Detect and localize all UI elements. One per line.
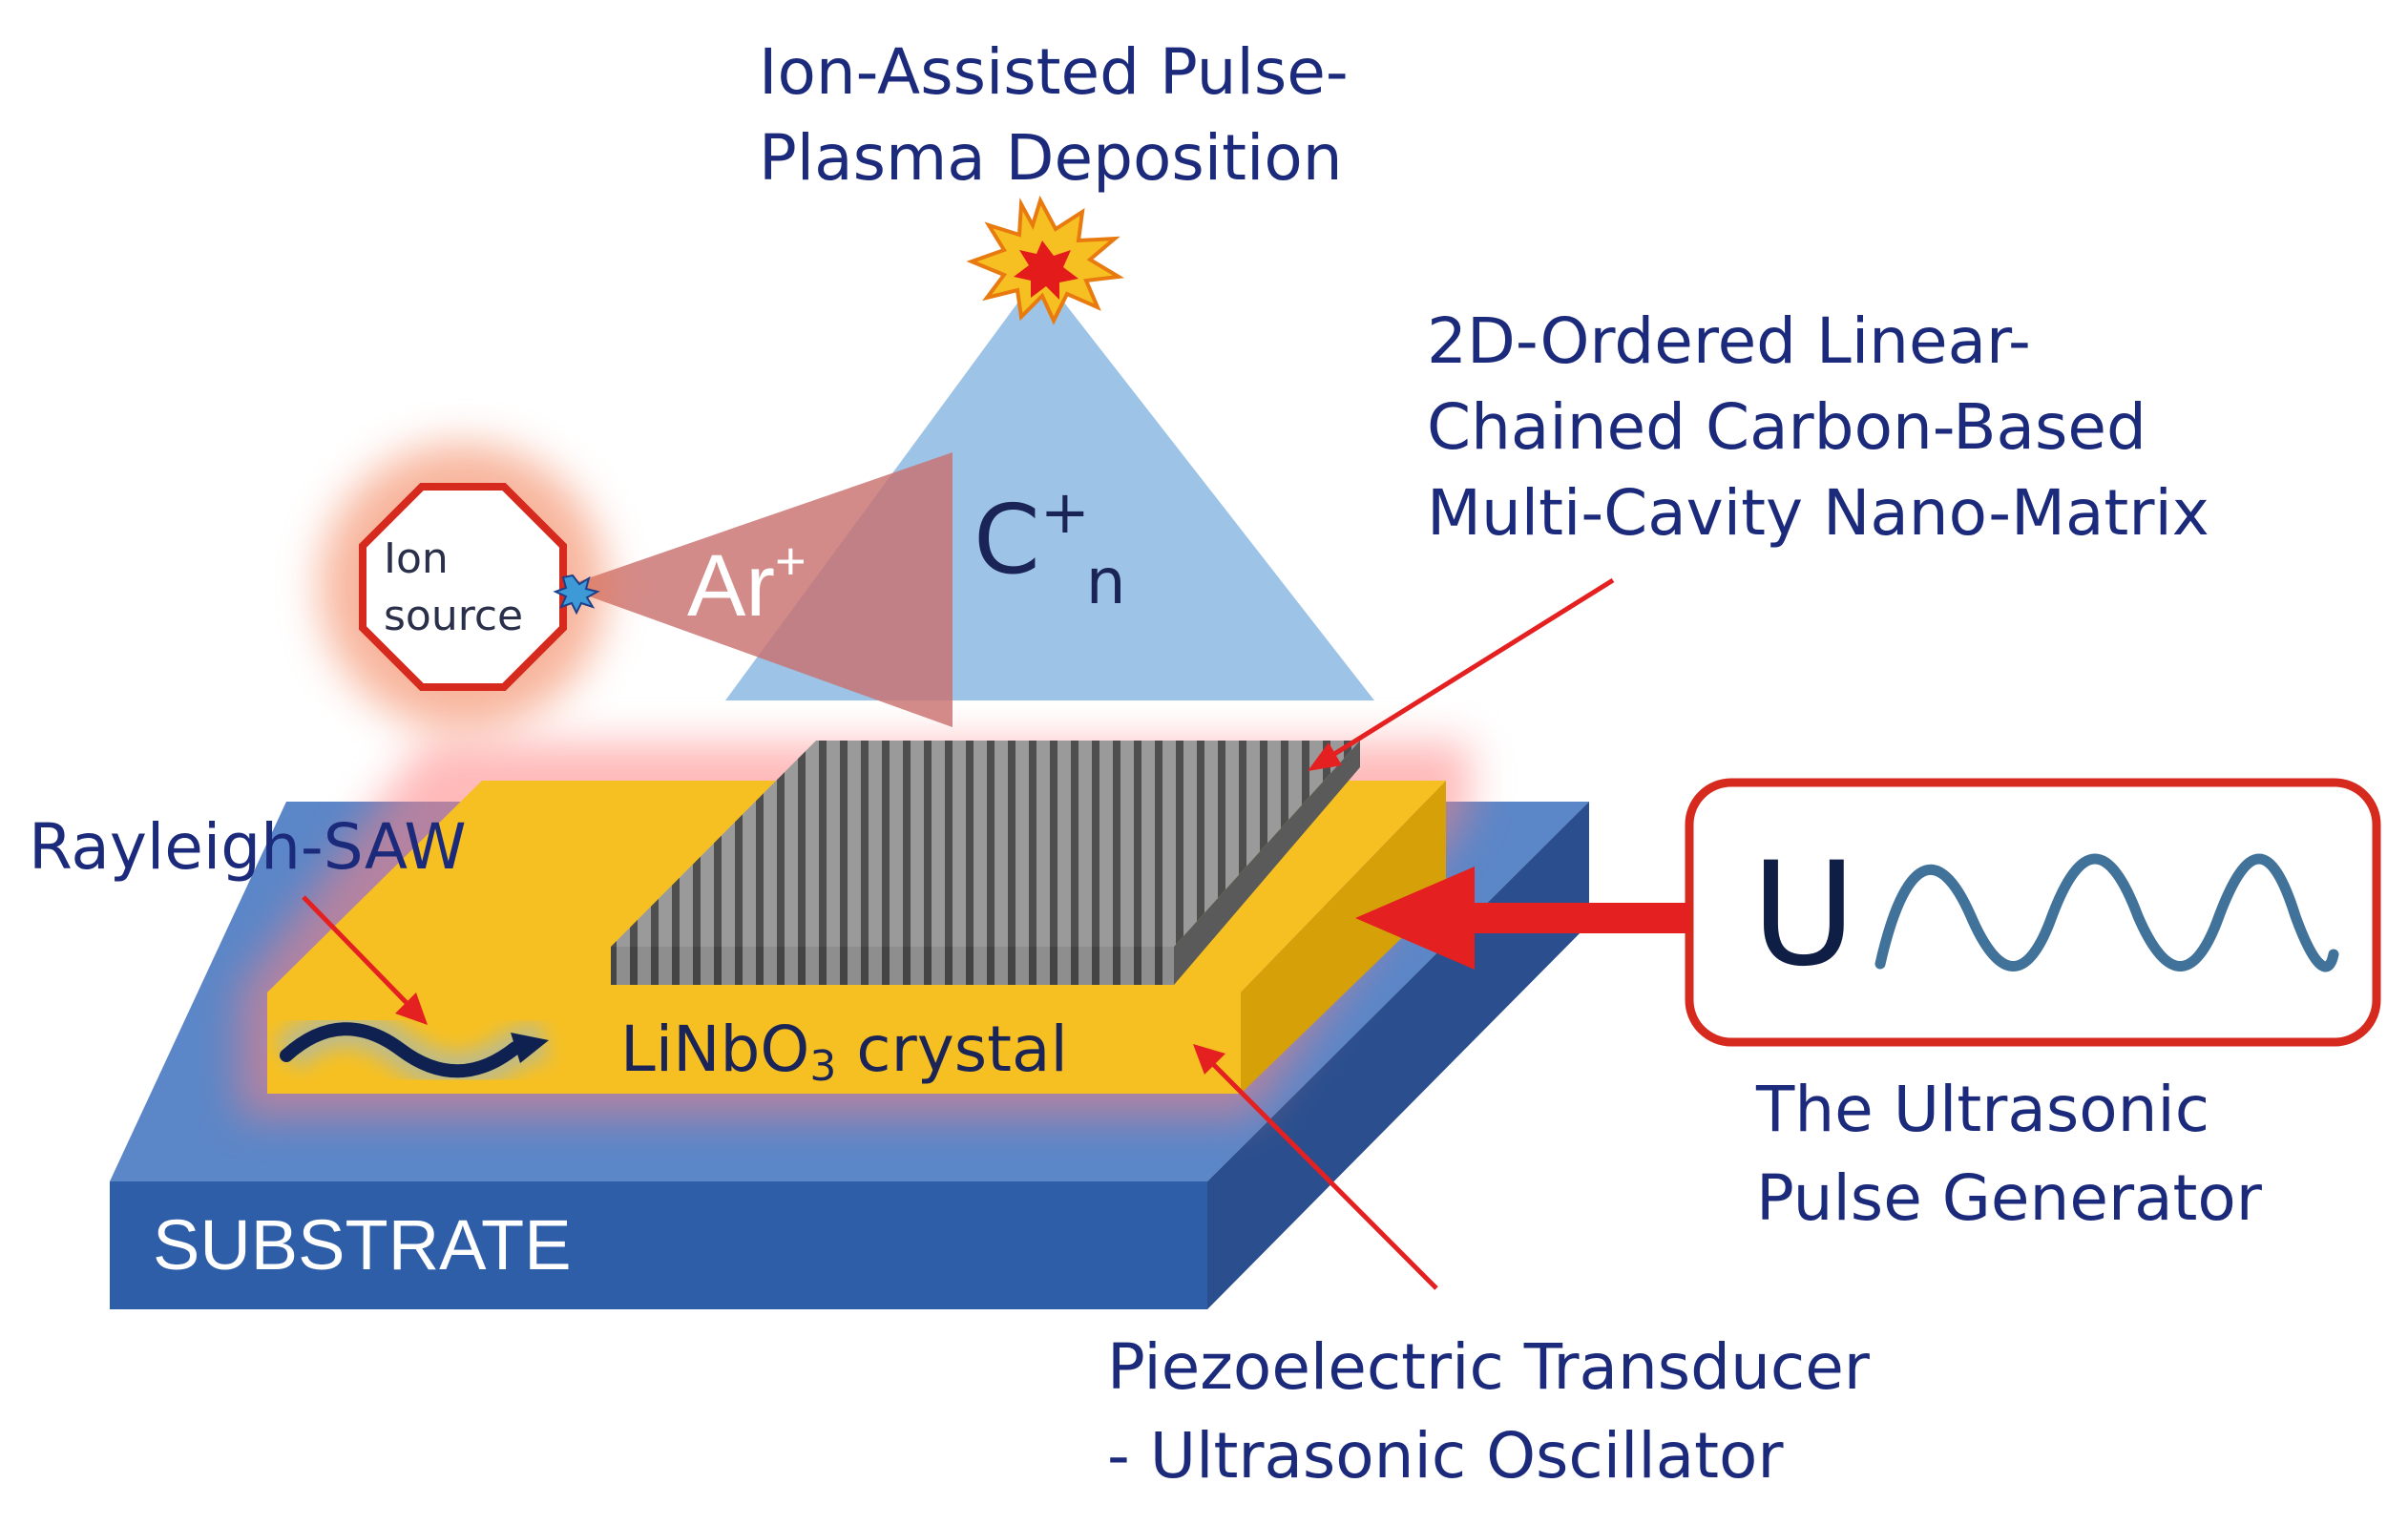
transducer-pointer-head xyxy=(1193,1044,1225,1075)
deposition-label-line1: Ion-Assisted Pulse- xyxy=(759,35,1349,109)
pointer-arrows xyxy=(302,577,1615,1290)
ion-spark-icon xyxy=(553,574,600,616)
crystal-label: LiNbO3 crystal xyxy=(620,1013,1068,1091)
rayleigh-saw-label: Rayleigh-SAW xyxy=(29,810,467,884)
carbon-ion-label: C+n xyxy=(974,477,1126,618)
nanomatrix-top xyxy=(611,741,1360,947)
ion-source-label-line1: Ion xyxy=(384,534,449,583)
pulse-generator: U xyxy=(1685,778,2381,1047)
transducer-label-line1: Piezoelectric Transducer xyxy=(1107,1330,1871,1404)
ion-source-label-line2: source xyxy=(384,592,523,640)
transducer-label-line2: - Ultrasonic Oscillator xyxy=(1107,1419,1784,1493)
nano-matrix xyxy=(611,741,1360,985)
crystal-side xyxy=(1241,781,1446,1094)
deposition-label: Ion-Assisted Pulse- Plasma Deposition xyxy=(759,35,1349,195)
transducer-pointer-line xyxy=(1208,1059,1438,1290)
rayleigh-pointer-line xyxy=(302,895,412,1009)
generator-arrow xyxy=(1355,867,1689,970)
nanomatrix-label-line3: Multi-Cavity Nano-Matrix xyxy=(1427,476,2209,550)
generator-label-line1: The Ultrasonic xyxy=(1755,1073,2209,1146)
nanomatrix-label: 2D-Ordered Linear- Chained Carbon-Based … xyxy=(1427,304,2209,550)
surface-acoustic-wave-icon xyxy=(273,1010,550,1091)
sine-wave-icon xyxy=(1874,853,2339,972)
deposition-label-line2: Plasma Deposition xyxy=(759,121,1343,195)
matrix-pointer-line xyxy=(1330,577,1615,759)
nanomatrix-label-line1: 2D-Ordered Linear- xyxy=(1427,304,2031,378)
explosion-burst-icon xyxy=(966,195,1125,325)
transducer-label: Piezoelectric Transducer - Ultrasonic Os… xyxy=(1107,1330,1871,1493)
voltage-label: U xyxy=(1751,832,1856,998)
ion-source: Ion source xyxy=(320,444,606,730)
nanomatrix-label-line2: Chained Carbon-Based xyxy=(1427,390,2146,464)
generator-label: The Ultrasonic Pulse Generator xyxy=(1755,1073,2263,1235)
nanomatrix-side xyxy=(1174,741,1360,985)
matrix-pointer-head xyxy=(1308,742,1342,771)
argon-beam xyxy=(563,452,953,727)
nanomatrix-front xyxy=(611,947,1174,985)
ion-source-octagon xyxy=(359,483,567,691)
rayleigh-pointer-head xyxy=(395,992,428,1025)
substrate-front xyxy=(110,1181,1207,1309)
substrate-label: SUBSTRATE xyxy=(153,1205,572,1285)
generator-label-line2: Pulse Generator xyxy=(1756,1161,2263,1235)
argon-ion-label: Ar+ xyxy=(687,531,806,635)
